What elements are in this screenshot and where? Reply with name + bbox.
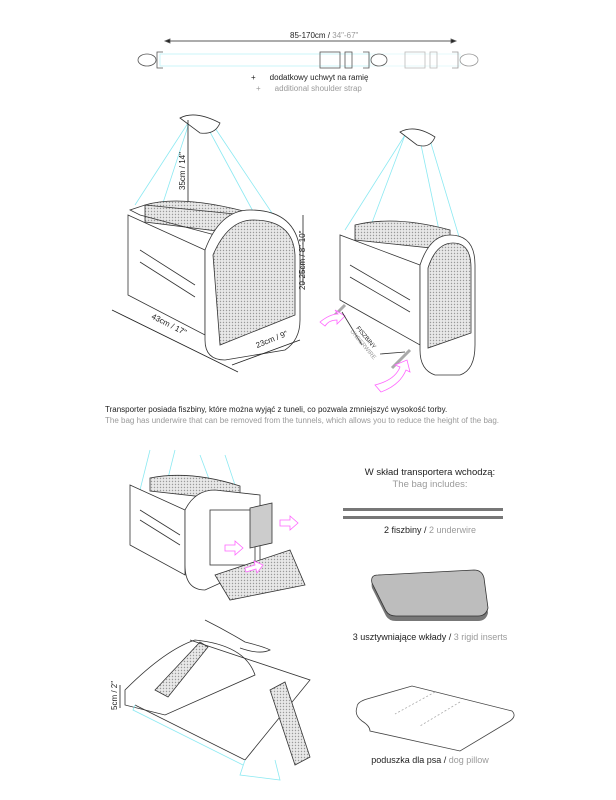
caption-pl: Transporter posiada fiszbiny, które możn… [105, 405, 448, 414]
bag-inserts-illustration [129, 449, 306, 601]
handle-height-label: 35cm / 14" [178, 152, 187, 190]
underwire-illustration [343, 508, 503, 519]
strap-length-cm: 85-170cm [290, 31, 326, 40]
item-label-pl: poduszka dla psa [371, 755, 442, 765]
item-label-en: 3 rigid inserts [453, 632, 508, 642]
strap-length-in: 34"-67" [332, 31, 359, 40]
includes-title-en: The bag includes: [392, 479, 468, 490]
include-item-inserts: 3 usztywniające wkłady / 3 rigid inserts [330, 632, 530, 642]
separator: / [421, 525, 429, 535]
separator: / [441, 755, 449, 765]
item-label-en: 2 underwire [429, 525, 477, 535]
strap-title-text: additional shoulder strap [274, 84, 362, 93]
item-label-pl: 3 usztywniające wkłady [352, 632, 447, 642]
strap-title-pl: + dodatkowy uchwyt na ramię [251, 73, 368, 82]
strap-title-text: dodatkowy uchwyt na ramię [269, 73, 369, 82]
bag-folded-illustration [119, 619, 311, 781]
caption-en: The bag has underwire that can be remove… [105, 416, 500, 425]
include-item-underwire: 2 fiszbiny / 2 underwire [330, 525, 530, 535]
shoulder-strap-illustration [137, 38, 479, 69]
item-label-en: dog pillow [448, 755, 489, 765]
include-item-pillow: poduszka dla psa / dog pillow [330, 755, 530, 765]
item-label-pl: 2 fiszbiny [383, 525, 422, 535]
separator: / [325, 31, 333, 40]
separator: / [446, 632, 454, 642]
folded-height-label: 5cm / 2" [110, 680, 119, 710]
plus-icon: + [256, 84, 261, 93]
bag-height-label: 20-25cm / 8"-10" [298, 230, 307, 290]
plus-icon: + [251, 73, 256, 82]
includes-title-pl: W skład transportera wchodzą: [364, 467, 496, 478]
strap-title-en: + additional shoulder strap [256, 84, 362, 93]
rigid-inserts-illustration [371, 569, 489, 621]
strap-length-label: 85-170cm / 34"-67" [290, 31, 358, 40]
bag-dimensions-illustration [111, 114, 304, 373]
dog-pillow-illustration [355, 685, 515, 752]
bag-underwire-removal-illustration [319, 128, 476, 393]
